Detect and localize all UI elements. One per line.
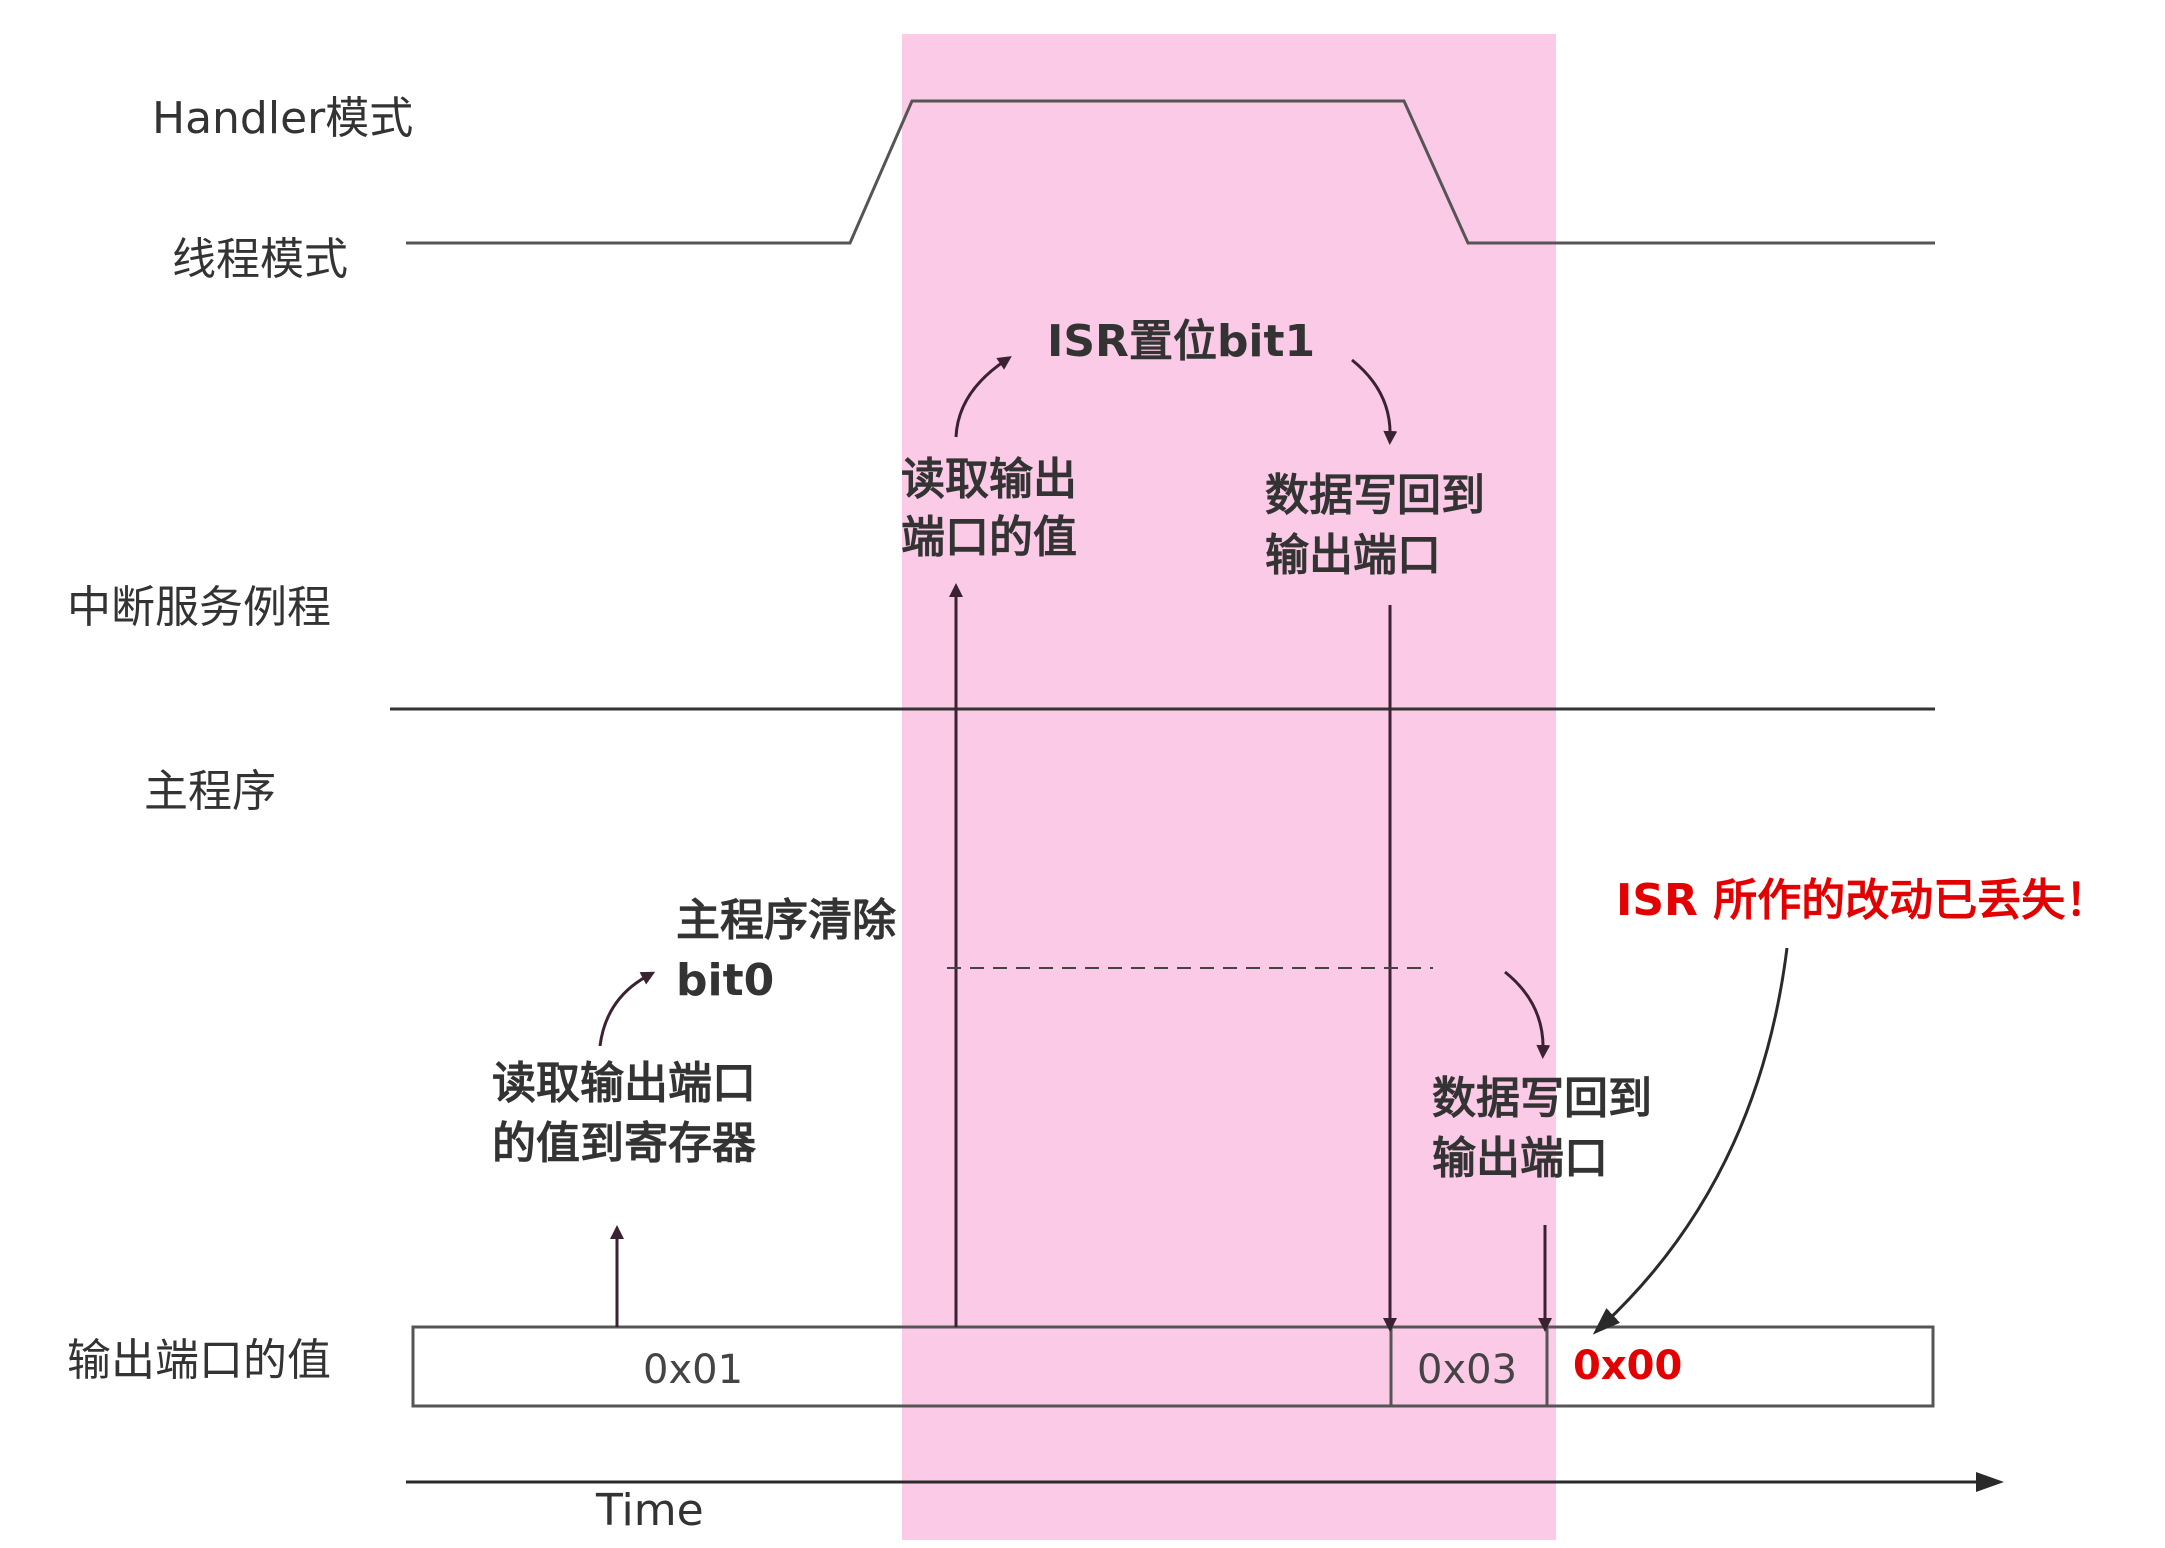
port-value-final: 0x00 [1573, 1343, 1682, 1389]
label-main-program: 主程序 [144, 766, 276, 817]
annotation-main-read-line1: 读取输出端口 [492, 1058, 756, 1109]
annotation-isr-write-line1: 数据写回到 [1265, 470, 1485, 521]
annotation-isr-set-bit: ISR置位bit1 [1047, 316, 1315, 367]
curve-arrow-isr-set-to-write [1351, 358, 1398, 445]
label-output-port-value: 输出端口的值 [67, 1335, 331, 1386]
annotation-main-clear-line2: bit0 [676, 955, 774, 1006]
port-value-initial: 0x01 [643, 1347, 743, 1393]
port-value-after-isr: 0x03 [1417, 1347, 1517, 1393]
annotation-main-clear-line1: 主程序清除 [676, 895, 897, 946]
mode-waveform [406, 99, 1935, 245]
annotation-lost-change: ISR 所作的改动已丢失！ [1616, 875, 2109, 926]
curve-arrow-isr-read-to-set [954, 356, 1012, 438]
label-handler-mode: Handler模式 [152, 93, 413, 144]
isr-active-band [902, 34, 1556, 1540]
annotation-isr-write-line2: 输出端口 [1265, 530, 1441, 581]
label-time: Time [595, 1485, 704, 1536]
annotation-main-write-line2: 输出端口 [1432, 1133, 1608, 1184]
port-value-bar [411, 1325, 1935, 1408]
curve-arrow-main-clear-to-write [1504, 970, 1551, 1059]
annotation-isr-read-line1: 读取输出 [901, 454, 1077, 505]
curve-arrow-lost-pointer [1592, 947, 1789, 1335]
curve-arrow-main-read-to-clear [598, 971, 656, 1047]
annotation-isr-read-line2: 端口的值 [901, 512, 1077, 563]
annotation-main-write-line1: 数据写回到 [1432, 1073, 1652, 1124]
label-isr: 中断服务例程 [67, 582, 331, 633]
annotation-main-read-line2: 的值到寄存器 [492, 1118, 757, 1169]
label-thread-mode: 线程模式 [172, 234, 348, 285]
